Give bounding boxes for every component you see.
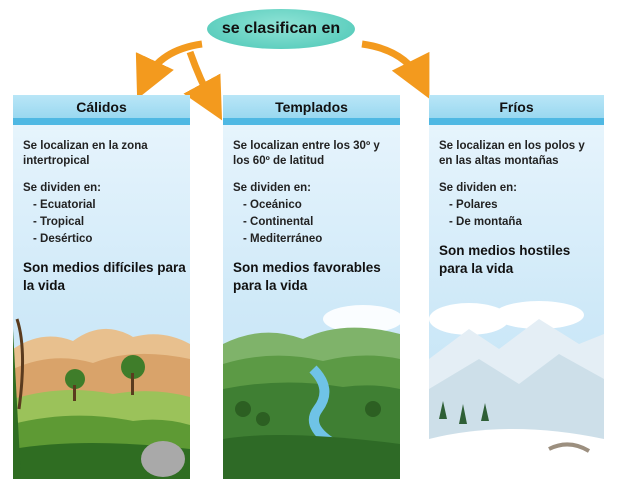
column-frios: Fríos Se localizan en los polos y en las… [429,95,604,479]
header-bar [13,118,190,125]
list-item: - Ecuatorial [33,199,96,211]
list-item: - Mediterráneo [243,233,323,245]
temperate-valley-scene-icon [223,305,400,479]
summary-text: Son medios hostiles para la vida [439,243,571,276]
list-item: - Tropical [33,216,85,228]
location-text: Se localizan en los polos y en las altas… [439,140,585,167]
divide-title: Se dividen en: [439,182,517,194]
list-item: - Continental [243,216,314,228]
list-item: - Oceánico [243,199,302,211]
list-item: - Desértico [33,233,93,245]
type-list: - Ecuatorial - Tropical - Desértico [33,198,186,247]
snowy-mountain-scene-icon [429,301,604,479]
summary-text: Son medios favorables para la vida [233,260,381,293]
column-calidos: Cálidos Se localizan en la zona intertro… [13,95,190,479]
location-text: Se localizan en la zona intertropical [23,140,148,167]
list-item: - De montaña [449,216,522,228]
divide-title: Se dividen en: [23,182,101,194]
header-bar [429,118,604,125]
divide-title: Se dividen en: [233,182,311,194]
column-title: Fríos [429,95,604,118]
column-text: Se localizan en la zona intertropical Se… [23,139,186,309]
column-templados: Templados Se localizan entre los 30º y l… [223,95,400,479]
connector-label: se clasifican en [221,20,341,37]
summary-text: Son medios difíciles para la vida [23,260,186,293]
column-title: Templados [223,95,400,118]
orange-arrow-icon [135,40,203,100]
column-text: Se localizan en los polos y en las altas… [439,139,600,292]
orange-arrow-icon [361,40,430,99]
jungle-scene-icon [13,318,190,479]
type-list: - Oceánico - Continental - Mediterráneo [243,198,396,247]
type-list: - Polares - De montaña [449,198,600,230]
orange-arrow-icon [183,50,223,121]
list-item: - Polares [449,199,498,211]
column-title: Cálidos [13,95,190,118]
column-text: Se localizan entre los 30º y los 60º de … [233,139,396,309]
header-bar [223,118,400,125]
classification-connector: se clasifican en [207,9,355,49]
location-text: Se localizan entre los 30º y los 60º de … [233,140,380,167]
